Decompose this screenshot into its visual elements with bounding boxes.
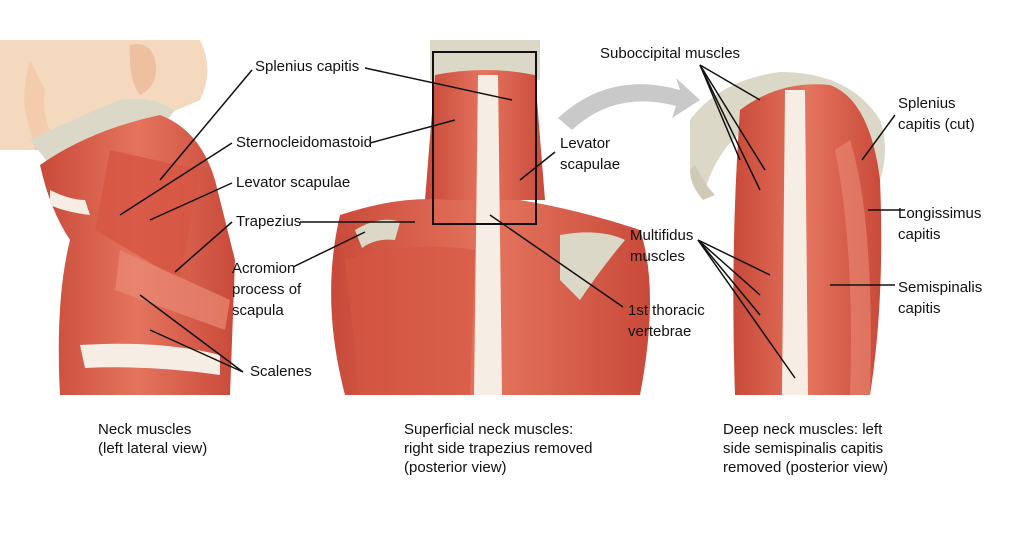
inset-box — [432, 51, 537, 225]
acromion-bone — [355, 219, 400, 248]
clavicle-tendon — [80, 343, 220, 375]
lateral-band-2 — [115, 250, 230, 330]
leader-levator-2 — [519, 151, 556, 181]
leader-splenius-1 — [159, 69, 253, 181]
throat-tendon — [50, 190, 90, 215]
leader-thoracic — [489, 214, 624, 308]
spine-tendon — [474, 75, 502, 395]
jaw-bone — [30, 98, 175, 165]
label-semispinalis: Semispinalis capitis — [898, 279, 983, 317]
leader-scalenes-2 — [149, 329, 244, 373]
leader-multifidus-3 — [697, 239, 761, 316]
trapezius-left — [345, 246, 475, 395]
label-splenius-cut: Splenius capitis (cut) — [898, 95, 975, 133]
label-acromion: Acromion process of scapula — [232, 260, 302, 319]
leader-scm-1 — [119, 142, 233, 216]
label-splenius-capitis: Splenius capitis — [255, 58, 360, 75]
leader-trapezius-1 — [174, 221, 233, 273]
leader-scalenes-1 — [139, 294, 244, 373]
leader-multifidus-2 — [697, 239, 761, 296]
leader-suboccipital-4 — [699, 64, 761, 191]
skull-base — [430, 40, 540, 80]
deep-spine — [782, 90, 808, 395]
leader-acromion — [292, 231, 366, 268]
leader-multifidus-4 — [697, 239, 796, 379]
lateral-neck-figure — [0, 40, 235, 395]
transition-arrow — [558, 78, 700, 130]
label-longissimus: Longissimus capitis — [898, 205, 982, 243]
label-1st-thoracic: 1st thoracic vertebrae — [628, 302, 705, 340]
label-suboccipital: Suboccipital muscles — [600, 45, 741, 62]
ear — [129, 44, 156, 95]
label-sternocleidomastoid: Sternocleidomastoid — [236, 134, 372, 151]
label-levator-scapulae-mid: Levator scapulae — [560, 135, 621, 173]
caption-lateral: Neck muscles (left lateral view) — [98, 421, 208, 457]
leader-multifidus-1 — [697, 239, 771, 276]
deep-figure — [690, 72, 885, 396]
lateral-band-1 — [95, 150, 200, 280]
label-scalenes: Scalenes — [250, 363, 312, 380]
mastoid-left — [690, 165, 715, 200]
label-multifidus: Multifidus muscles — [630, 227, 694, 265]
label-trapezius: Trapezius — [236, 213, 302, 230]
leader-levator-1 — [149, 182, 233, 221]
leader-splenius-2 — [364, 67, 513, 101]
caption-superficial: Superficial neck muscles: right side tra… — [404, 421, 593, 476]
leader-splenius-cut — [861, 114, 896, 161]
face-profile — [24, 60, 61, 150]
scapula-right — [560, 232, 625, 300]
leader-scm-2 — [369, 119, 456, 144]
leader-lines — [119, 64, 905, 379]
label-levator-scapulae-left: Levator scapulae — [236, 174, 351, 191]
leader-suboccipital-2 — [699, 64, 741, 161]
leader-suboccipital-1 — [699, 64, 761, 101]
longissimus-band — [835, 140, 871, 395]
caption-deep: Deep neck muscles: left side semispinali… — [723, 421, 889, 476]
superficial-figure — [331, 40, 650, 395]
leader-suboccipital-3 — [699, 64, 766, 171]
